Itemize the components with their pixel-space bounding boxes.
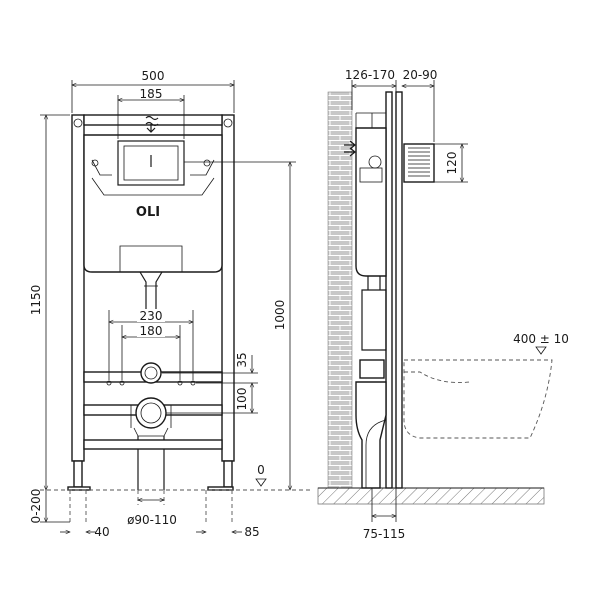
side-drain-pipe — [355, 381, 387, 489]
water-inlet-arrow-icon — [146, 124, 156, 133]
valve-knob-right — [203, 159, 211, 167]
bolt-right-inner — [177, 380, 183, 386]
dim-flush-plate-height: 1000 — [273, 300, 287, 331]
flush-plate-opening — [117, 140, 185, 186]
side-connector — [359, 359, 385, 379]
side-flush-pipe — [361, 276, 387, 351]
flush-pipe — [139, 271, 163, 318]
cistern-body — [83, 134, 223, 273]
dim-drain-offset: 75-115 — [363, 527, 406, 541]
mount-hole-left — [73, 118, 83, 128]
dim-bolt-spacing-inner: 180 — [140, 324, 163, 338]
frame-top-rail — [83, 114, 223, 126]
dim-frame-width: 500 — [142, 69, 165, 83]
dim-foot-width: 85 — [244, 525, 259, 539]
side-frame-rail — [385, 91, 393, 489]
drain-clamp — [130, 405, 172, 437]
finished-wall — [395, 91, 403, 489]
frame-bottom-rail — [83, 439, 223, 450]
brick-wall — [327, 91, 353, 489]
toilet-bowl — [403, 359, 553, 439]
dim-floor-level: 0 — [257, 463, 265, 477]
floor-slab — [317, 487, 545, 505]
toilet-seat — [404, 371, 471, 383]
side-inlet-icon — [344, 140, 356, 157]
cistern-shoulder-lower — [91, 177, 215, 196]
service-opening — [119, 245, 183, 272]
dim-bolt-height: 35 — [235, 352, 249, 367]
bolt-left-outer — [106, 380, 112, 386]
bolt-left-inner — [119, 380, 125, 386]
dim-flush-plate-width: 185 — [140, 87, 163, 101]
drain-outlet — [135, 397, 167, 429]
drain-outlet-inner — [140, 402, 162, 424]
dim-bowl-height: 400 ± 10 — [513, 332, 569, 346]
bowl-height-marker-icon — [535, 346, 547, 355]
dim-adjustable-legs: 0-200 — [29, 489, 43, 524]
dim-drain-diameter: ø90-110 — [127, 513, 177, 527]
floor-level-marker-icon — [255, 478, 267, 487]
valve-knob-left — [91, 159, 99, 167]
dim-180-bg — [137, 324, 165, 337]
flush-outlet — [140, 362, 162, 384]
side-cistern — [355, 127, 387, 277]
water-inlet-icon — [145, 115, 159, 127]
flush-outlet-inner — [144, 366, 158, 380]
flush-valve — [123, 145, 179, 181]
cistern-shoulder — [91, 159, 215, 176]
frame-right-upright — [221, 114, 235, 462]
leg-left — [73, 460, 83, 488]
dim-total-height: 1150 — [29, 285, 43, 316]
dim-drain-height: 100 — [235, 388, 249, 411]
front-view: OLI — [29, 69, 310, 539]
dim-bolt-spacing-outer: 230 — [140, 309, 163, 323]
side-drain-bend — [365, 419, 387, 488]
leg-right — [223, 460, 233, 488]
side-flush-plate-ribs — [408, 147, 430, 177]
foot-right — [207, 486, 234, 491]
dim-wall-cover: 20-90 — [403, 68, 438, 82]
dim-230-bg — [137, 309, 165, 322]
dim-plate-height: 120 — [445, 152, 459, 175]
side-view: 126-170 20-90 120 400 ± 10 75-115 — [317, 68, 569, 541]
side-mechanism — [359, 167, 383, 183]
mount-hole-right — [223, 118, 233, 128]
bolt-right-outer — [190, 380, 196, 386]
brand-logo: OLI — [136, 205, 160, 220]
dim-depth: 126-170 — [345, 68, 395, 82]
side-cistern-top — [355, 112, 386, 128]
dim-leg-offset: 40 — [94, 525, 109, 539]
frame-left-upright — [71, 114, 85, 462]
